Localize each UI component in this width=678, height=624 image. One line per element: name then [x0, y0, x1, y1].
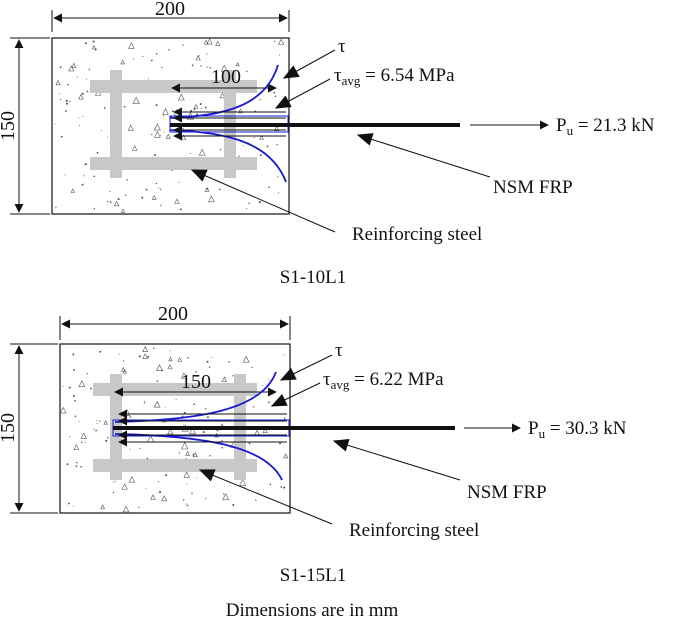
tau-avg-leader	[270, 382, 321, 407]
reinforcing-steel-label: Reinforcing steel	[352, 224, 482, 245]
tau-label: τ	[335, 340, 343, 361]
nsm-frp-leader	[356, 133, 491, 178]
bond-length-label: 150	[181, 371, 211, 393]
specimen-s1-15l1: 200 150 150	[0, 303, 627, 586]
height-dimension: 150	[0, 37, 50, 215]
reinforcing-steel-label: Reinforcing steel	[349, 520, 479, 541]
tau-leader	[279, 354, 333, 381]
pu-label: Pu = 30.3 kN	[528, 418, 627, 441]
specimen-caption: S1-15L1	[280, 565, 347, 586]
bond-length-dimension: 150	[114, 371, 277, 397]
nsm-frp-leader	[332, 439, 461, 481]
tau-leader	[282, 49, 336, 79]
tau-avg-label: τavg = 6.22 MPa	[323, 369, 444, 392]
width-dimension: 200	[51, 0, 290, 32]
tau-avg-leader	[274, 78, 331, 109]
pu-label: Pu = 21.3 kN	[556, 115, 655, 138]
specimen-s1-10l1: 200 150 100	[0, 0, 655, 288]
specimen-caption: S1-10L1	[280, 267, 347, 288]
height-label: 150	[0, 111, 19, 141]
height-label: 150	[0, 413, 19, 443]
width-label: 200	[155, 0, 185, 20]
width-label: 200	[158, 303, 188, 325]
reinforcing-steel-leader	[190, 169, 336, 233]
bond-length-label: 100	[211, 66, 241, 88]
shear-stress-curve	[169, 64, 287, 183]
tau-avg-label: τavg = 6.54 MPa	[334, 65, 455, 88]
height-dimension: 150	[0, 343, 58, 514]
dimensions-note: Dimensions are in mm	[226, 600, 399, 621]
reinforcing-steel-leader	[198, 469, 333, 525]
tau-label: τ	[338, 36, 346, 57]
shear-stress-curve	[114, 371, 287, 481]
nsm-frp-label: NSM FRP	[467, 482, 547, 503]
bond-length-dimension: 100	[171, 66, 277, 93]
nsm-frp-label: NSM FRP	[493, 177, 573, 198]
width-dimension: 200	[59, 303, 291, 340]
